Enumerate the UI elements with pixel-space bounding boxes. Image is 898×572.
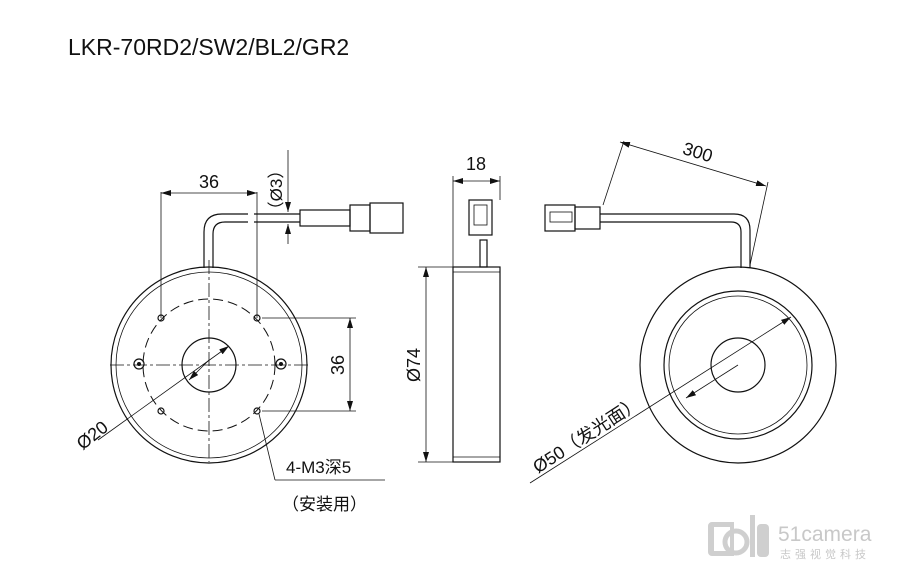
watermark-brand: 51camera — [778, 523, 872, 546]
model-title: LKR-70RD2/SW2/BL2/GR2 — [68, 34, 350, 60]
thread-note: 4-M3深5 — [286, 458, 351, 477]
dim-74: Ø74 — [404, 348, 424, 382]
back-view: 300 Ø50（发光面） — [529, 138, 837, 484]
back-cable — [600, 221, 742, 268]
dim-center-hole: Ø20 — [73, 417, 112, 454]
dim-36-vertical: 36 — [328, 355, 348, 375]
mount-holes — [133, 314, 287, 415]
watermark-tagline: 志强视觉科技 — [780, 547, 870, 561]
dim-cable-dia: （Ø3） — [267, 162, 286, 219]
dim-emitting-dia: Ø50（发光面） — [529, 393, 644, 477]
lamp-body — [452, 266, 501, 463]
side-view: 18 Ø74 — [404, 154, 501, 463]
cable — [203, 213, 248, 268]
dim-36-horizontal: 36 — [199, 172, 219, 192]
side-connector — [468, 199, 493, 236]
watermark-logo: 51camera 志强视觉科技 — [708, 515, 872, 561]
connector — [349, 204, 371, 232]
back-connector — [544, 204, 576, 232]
dim-18: 18 — [466, 154, 486, 174]
front-view: 36 （Ø3） 36 Ø20 4-M3深5 （安装用） — [73, 150, 404, 514]
thread-note-sub: （安装用） — [282, 495, 367, 514]
